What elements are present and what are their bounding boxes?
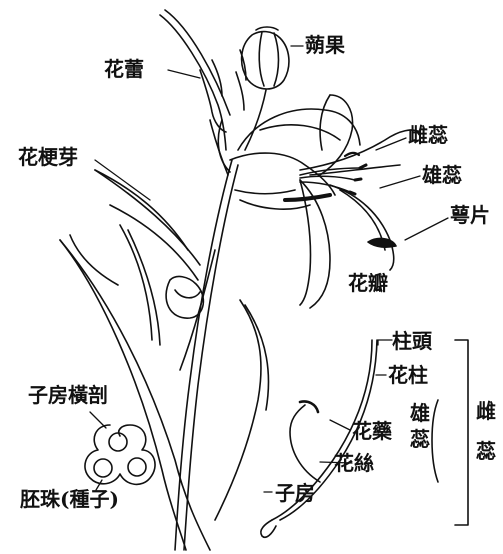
bracket-pistil-char-2: 蕊: [476, 439, 496, 463]
label-filament: 花絲: [334, 451, 374, 475]
bracket-pistil-char-1: 雌: [476, 399, 496, 423]
axillary-bud: [165, 275, 205, 319]
label-stamen: 雄蕊: [422, 163, 462, 187]
label-flower-bud: 花蕾: [104, 57, 144, 81]
leaves: [59, 169, 270, 551]
label-pedicel-bud: 花梗芽: [18, 145, 78, 169]
ovary-cross-section: [84, 411, 156, 491]
label-style: 花柱: [388, 363, 428, 387]
stem: [174, 159, 239, 551]
pistil-stamen-detail: [260, 339, 378, 539]
label-ovary: 子房: [275, 481, 315, 505]
sepal-tip: [367, 237, 397, 248]
flower-buds: [159, 9, 231, 176]
bracket-stamen-char-1: 雄: [410, 401, 430, 425]
label-anther: 花藥: [352, 419, 392, 443]
label-ovule: 胚珠(種子): [20, 487, 119, 511]
bracket-stamen-char-2: 蕊: [410, 427, 430, 451]
stamens: [283, 151, 368, 202]
capsule-fruit: [235, 26, 290, 151]
label-capsule: 蒴果: [305, 33, 345, 57]
label-ovary-cross-section: 子房橫剖: [28, 383, 108, 407]
label-pistil: 雌蕊: [408, 123, 448, 147]
label-petal: 花瓣: [348, 271, 388, 295]
label-sepal: 萼片: [450, 203, 490, 227]
label-stigma: 柱頭: [392, 329, 432, 353]
leader-lines: [94, 45, 449, 493]
bracket-label-stamen: 雄 蕊: [410, 400, 430, 452]
bracket-label-pistil: 雌 蕊: [476, 398, 496, 464]
pistil-bracket: [431, 339, 469, 526]
open-flower: [229, 94, 421, 309]
